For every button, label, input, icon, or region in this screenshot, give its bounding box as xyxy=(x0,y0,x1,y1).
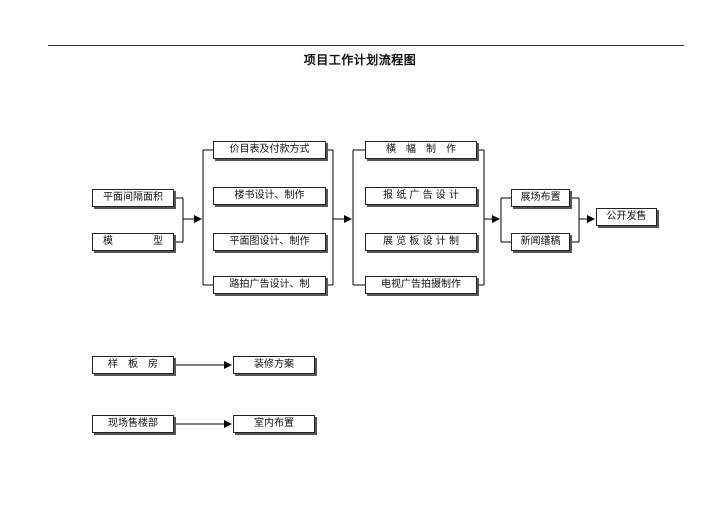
node-exhibition-board-design: 展 览 板 设 计 制 xyxy=(365,233,477,251)
node-floor-partition-area: 平面间隔面积 xyxy=(92,189,174,207)
page-title: 项目工作计划流程图 xyxy=(303,53,417,67)
node-banner-production: 横 幅 制 作 xyxy=(365,141,477,159)
node-sales-office: 现场售楼部 xyxy=(92,415,174,433)
node-roadside-ad-design: 路拍广告设计、制 xyxy=(213,276,326,294)
node-show-flat: 样 板 房 xyxy=(92,356,174,374)
node-public-sale: 公开发售 xyxy=(596,208,657,226)
node-interior-layout: 室内布置 xyxy=(233,415,315,433)
header-rule xyxy=(48,45,684,46)
node-model: 模 型 xyxy=(92,233,174,251)
node-brochure-design: 楼书设计、制作 xyxy=(213,187,326,205)
node-renovation-plan: 装修方案 xyxy=(233,356,315,374)
node-price-list-payment: 价目表及付款方式 xyxy=(213,141,326,159)
node-tv-ad-production: 电视广告拍摄制作 xyxy=(365,276,477,294)
node-showroom-layout: 展场布置 xyxy=(511,189,570,207)
node-press-release: 新闻缮稿 xyxy=(511,233,570,251)
node-floor-plan-design: 平面图设计、制作 xyxy=(213,233,326,251)
node-newspaper-ad-design: 报 纸 广 告 设 计 xyxy=(365,187,477,205)
